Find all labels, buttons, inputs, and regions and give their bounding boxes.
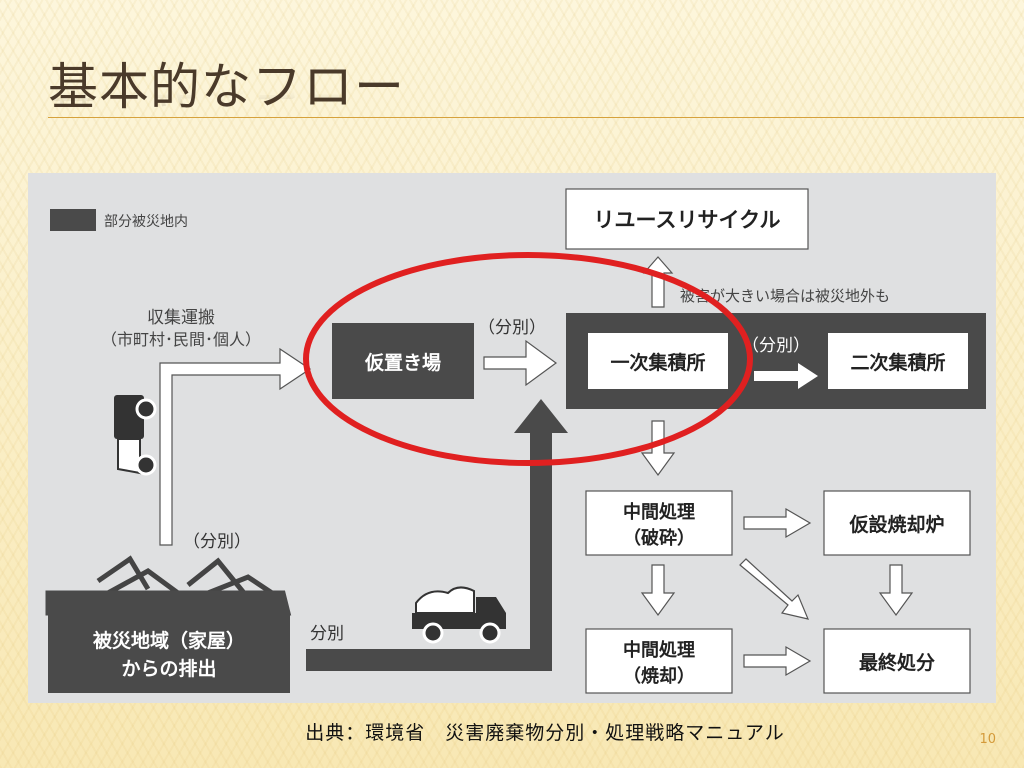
- reuse-recycle-label: リユースリサイクル: [594, 208, 781, 232]
- sort-label-band: （分別）: [742, 336, 810, 356]
- mid-burn-label-line1: 中間処理: [623, 639, 695, 661]
- temp-site-box: [332, 323, 474, 399]
- rubble-icon: [45, 555, 292, 616]
- mid-crush-label-line1: 中間処理: [623, 501, 695, 523]
- mid-burn-label-line2: （焼却）: [623, 665, 695, 687]
- primary-site-label: 一次集積所: [610, 351, 705, 374]
- final-disposal-label: 最終処分: [859, 651, 935, 674]
- arrow-primary-to-secondary: [754, 363, 818, 389]
- flow-diagram-svg: 部分被災地内 収集運搬 （市町村･民間･個人） （分別） 被災地域（家屋） から…: [45, 188, 986, 694]
- arrow-temp-to-primary: [483, 339, 558, 387]
- arrow-burn-to-final: [743, 645, 812, 677]
- highlight-ellipse: [303, 252, 753, 466]
- large-damage-note: 被害が大きい場合は被災地外も: [680, 287, 890, 305]
- temp-site-label: 仮置き場: [364, 351, 441, 374]
- arrow-down-to-crush: [640, 420, 676, 477]
- source-caption: 出典：環境省 災害廃棄物分別・処理戦略マニュアル: [305, 722, 785, 744]
- mid-burn-box: [585, 628, 733, 694]
- legend-label: 部分被災地内: [104, 214, 188, 230]
- page-number: 10: [979, 732, 996, 747]
- collection-arrow: [159, 347, 312, 546]
- arrow-incinerator-to-final: [878, 564, 914, 617]
- origin-label-line2: からの排出: [121, 657, 216, 680]
- collection-label-line1: 収集運搬: [147, 308, 215, 328]
- temp-incinerator-box: [823, 490, 971, 556]
- sort-label-origin: （分別）: [183, 532, 251, 552]
- slide-title: 基本的なフロー: [48, 58, 405, 116]
- flow-diagram: 部分被災地内 収集運搬 （市町村･民間･個人） （分別） 被災地域（家屋） から…: [28, 173, 996, 703]
- sort-label-direct: 分別: [310, 624, 344, 644]
- temp-incinerator-label: 仮設焼却炉: [848, 513, 944, 536]
- arrow-crush-to-burn: [640, 564, 676, 617]
- direct-sort-arrow: [306, 399, 568, 671]
- origin-box: [48, 613, 290, 693]
- legend-swatch: [50, 209, 96, 231]
- sort-label-temp: （分別）: [478, 318, 546, 338]
- secondary-site-label: 二次集積所: [850, 351, 945, 374]
- truck-icon-vertical: [114, 395, 157, 476]
- truck-icon-horizontal: [412, 586, 506, 644]
- origin-label-line1: 被災地域（家屋）: [93, 629, 245, 652]
- collection-label-line2: （市町村･民間･個人）: [101, 330, 261, 349]
- arrow-crush-to-incinerator: [743, 507, 812, 539]
- final-disposal-box: [823, 628, 971, 694]
- arrow-up-to-reuse: [642, 256, 674, 308]
- primary-site-box: [588, 333, 728, 389]
- title-divider: [48, 117, 1024, 118]
- secondary-site-box: [828, 333, 968, 389]
- mid-crush-box: [585, 490, 733, 556]
- mid-crush-label-line2: （破砕）: [623, 527, 695, 549]
- reuse-recycle-box: [565, 188, 809, 250]
- arrow-crush-to-final: [739, 558, 810, 620]
